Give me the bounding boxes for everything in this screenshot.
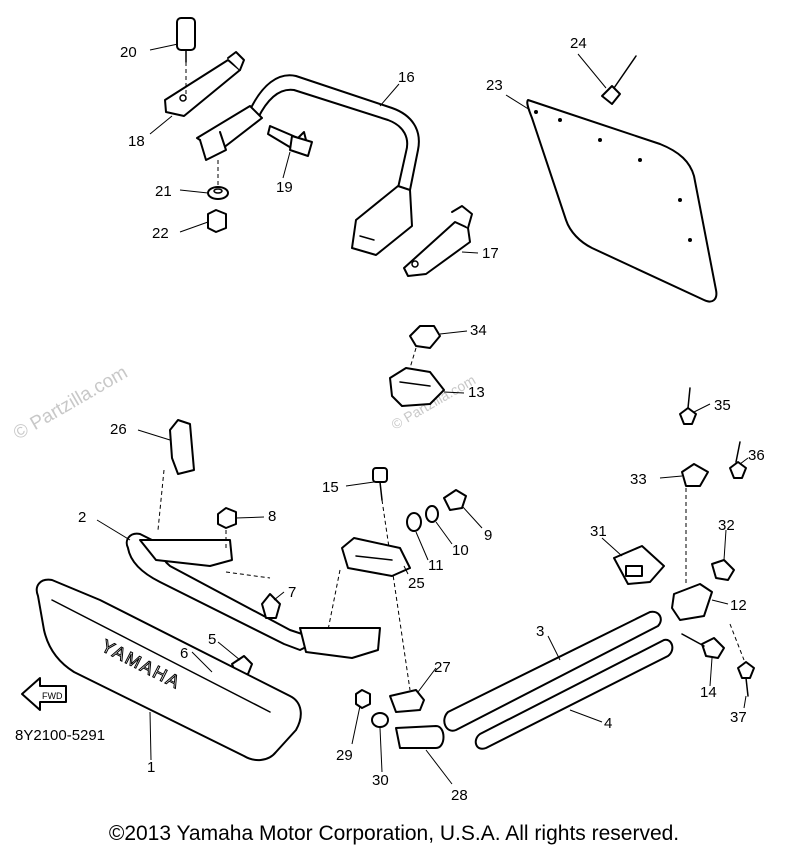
part-25-bracket [327, 537, 411, 631]
callout-35: 35 [714, 397, 731, 414]
callout-30: 30 [372, 772, 389, 789]
callout-29: 29 [336, 747, 353, 764]
callout-labels: 1 2 3 4 5 6 7 8 9 10 11 12 13 14 15 16 1… [78, 35, 765, 804]
part-27-bracket [389, 689, 425, 713]
part-23-plate [526, 99, 718, 303]
part-9-bolt [443, 489, 467, 511]
callout-14: 14 [700, 684, 717, 701]
part-1-bumper: YAMAHA [35, 578, 302, 762]
fwd-label: FWD [42, 691, 63, 701]
part-26-bracket [157, 419, 195, 531]
callout-3: 3 [536, 623, 544, 640]
callout-17: 17 [482, 245, 499, 262]
part-14-bolt [681, 633, 725, 659]
callout-11: 11 [428, 557, 444, 574]
callout-19: 19 [276, 179, 293, 196]
part-30-washer [371, 712, 389, 728]
callout-15: 15 [322, 479, 339, 496]
callout-7: 7 [288, 584, 296, 601]
part-2-frame [125, 532, 381, 659]
callout-37: 37 [730, 709, 747, 726]
part-11-washer [406, 512, 422, 532]
part-21-washer [207, 186, 229, 200]
callout-34: 34 [470, 322, 487, 339]
part-4-strip [474, 638, 674, 750]
callout-12: 12 [730, 597, 747, 614]
part-36-rivet [729, 441, 747, 479]
part-29-nut [355, 689, 371, 709]
callout-26: 26 [110, 421, 127, 438]
callout-2: 2 [78, 509, 86, 526]
callout-20: 20 [120, 44, 137, 61]
part-32-bolt [711, 559, 735, 581]
part-34-collar [409, 325, 441, 369]
part-7-bolt [225, 571, 281, 619]
callout-18: 18 [128, 133, 145, 150]
callout-24: 24 [570, 35, 587, 52]
part-8-nut [217, 507, 237, 548]
part-18-bracket [164, 51, 245, 117]
callout-13: 13 [468, 384, 485, 401]
callout-33: 33 [630, 471, 647, 488]
callout-9: 9 [484, 527, 492, 544]
part-19-bolt [267, 125, 313, 157]
part-20-bolt [176, 17, 196, 100]
part-22-nut [207, 160, 227, 233]
part-24-rivet [601, 55, 637, 105]
callout-32: 32 [718, 517, 735, 534]
callout-23: 23 [486, 77, 503, 94]
callout-25: 25 [408, 575, 425, 592]
leader-lines [96, 43, 749, 785]
fwd-arrow: FWD [21, 677, 67, 711]
callout-31: 31 [590, 523, 607, 540]
diagram-code: 8Y2100-5291 [15, 727, 105, 744]
callout-21: 21 [155, 183, 172, 200]
callout-28: 28 [451, 787, 468, 804]
part-28-endcap [395, 725, 445, 749]
callout-10: 10 [452, 542, 469, 559]
callout-36: 36 [748, 447, 765, 464]
callout-6: 6 [180, 645, 188, 662]
callout-27: 27 [434, 659, 451, 676]
callout-22: 22 [152, 225, 169, 242]
part-10-washer [425, 505, 439, 523]
callout-5: 5 [208, 631, 216, 648]
part-17-bracket [403, 205, 473, 277]
copyright-notice: ©2013 Yamaha Motor Corporation, U.S.A. A… [108, 822, 680, 845]
part-33-collar [681, 463, 709, 584]
part-16-frame [196, 74, 420, 256]
part-3-strip [443, 610, 662, 732]
part-37-rivet [729, 623, 755, 697]
part-13-bracket [389, 367, 445, 407]
callout-4: 4 [604, 715, 612, 732]
part-15-bolt [372, 467, 411, 691]
callout-1: 1 [147, 759, 155, 776]
part-31-bracket [613, 545, 665, 585]
callout-16: 16 [398, 69, 415, 86]
part-35-rivet [679, 387, 697, 425]
part-12-bracket [671, 583, 713, 621]
callout-8: 8 [268, 508, 276, 525]
